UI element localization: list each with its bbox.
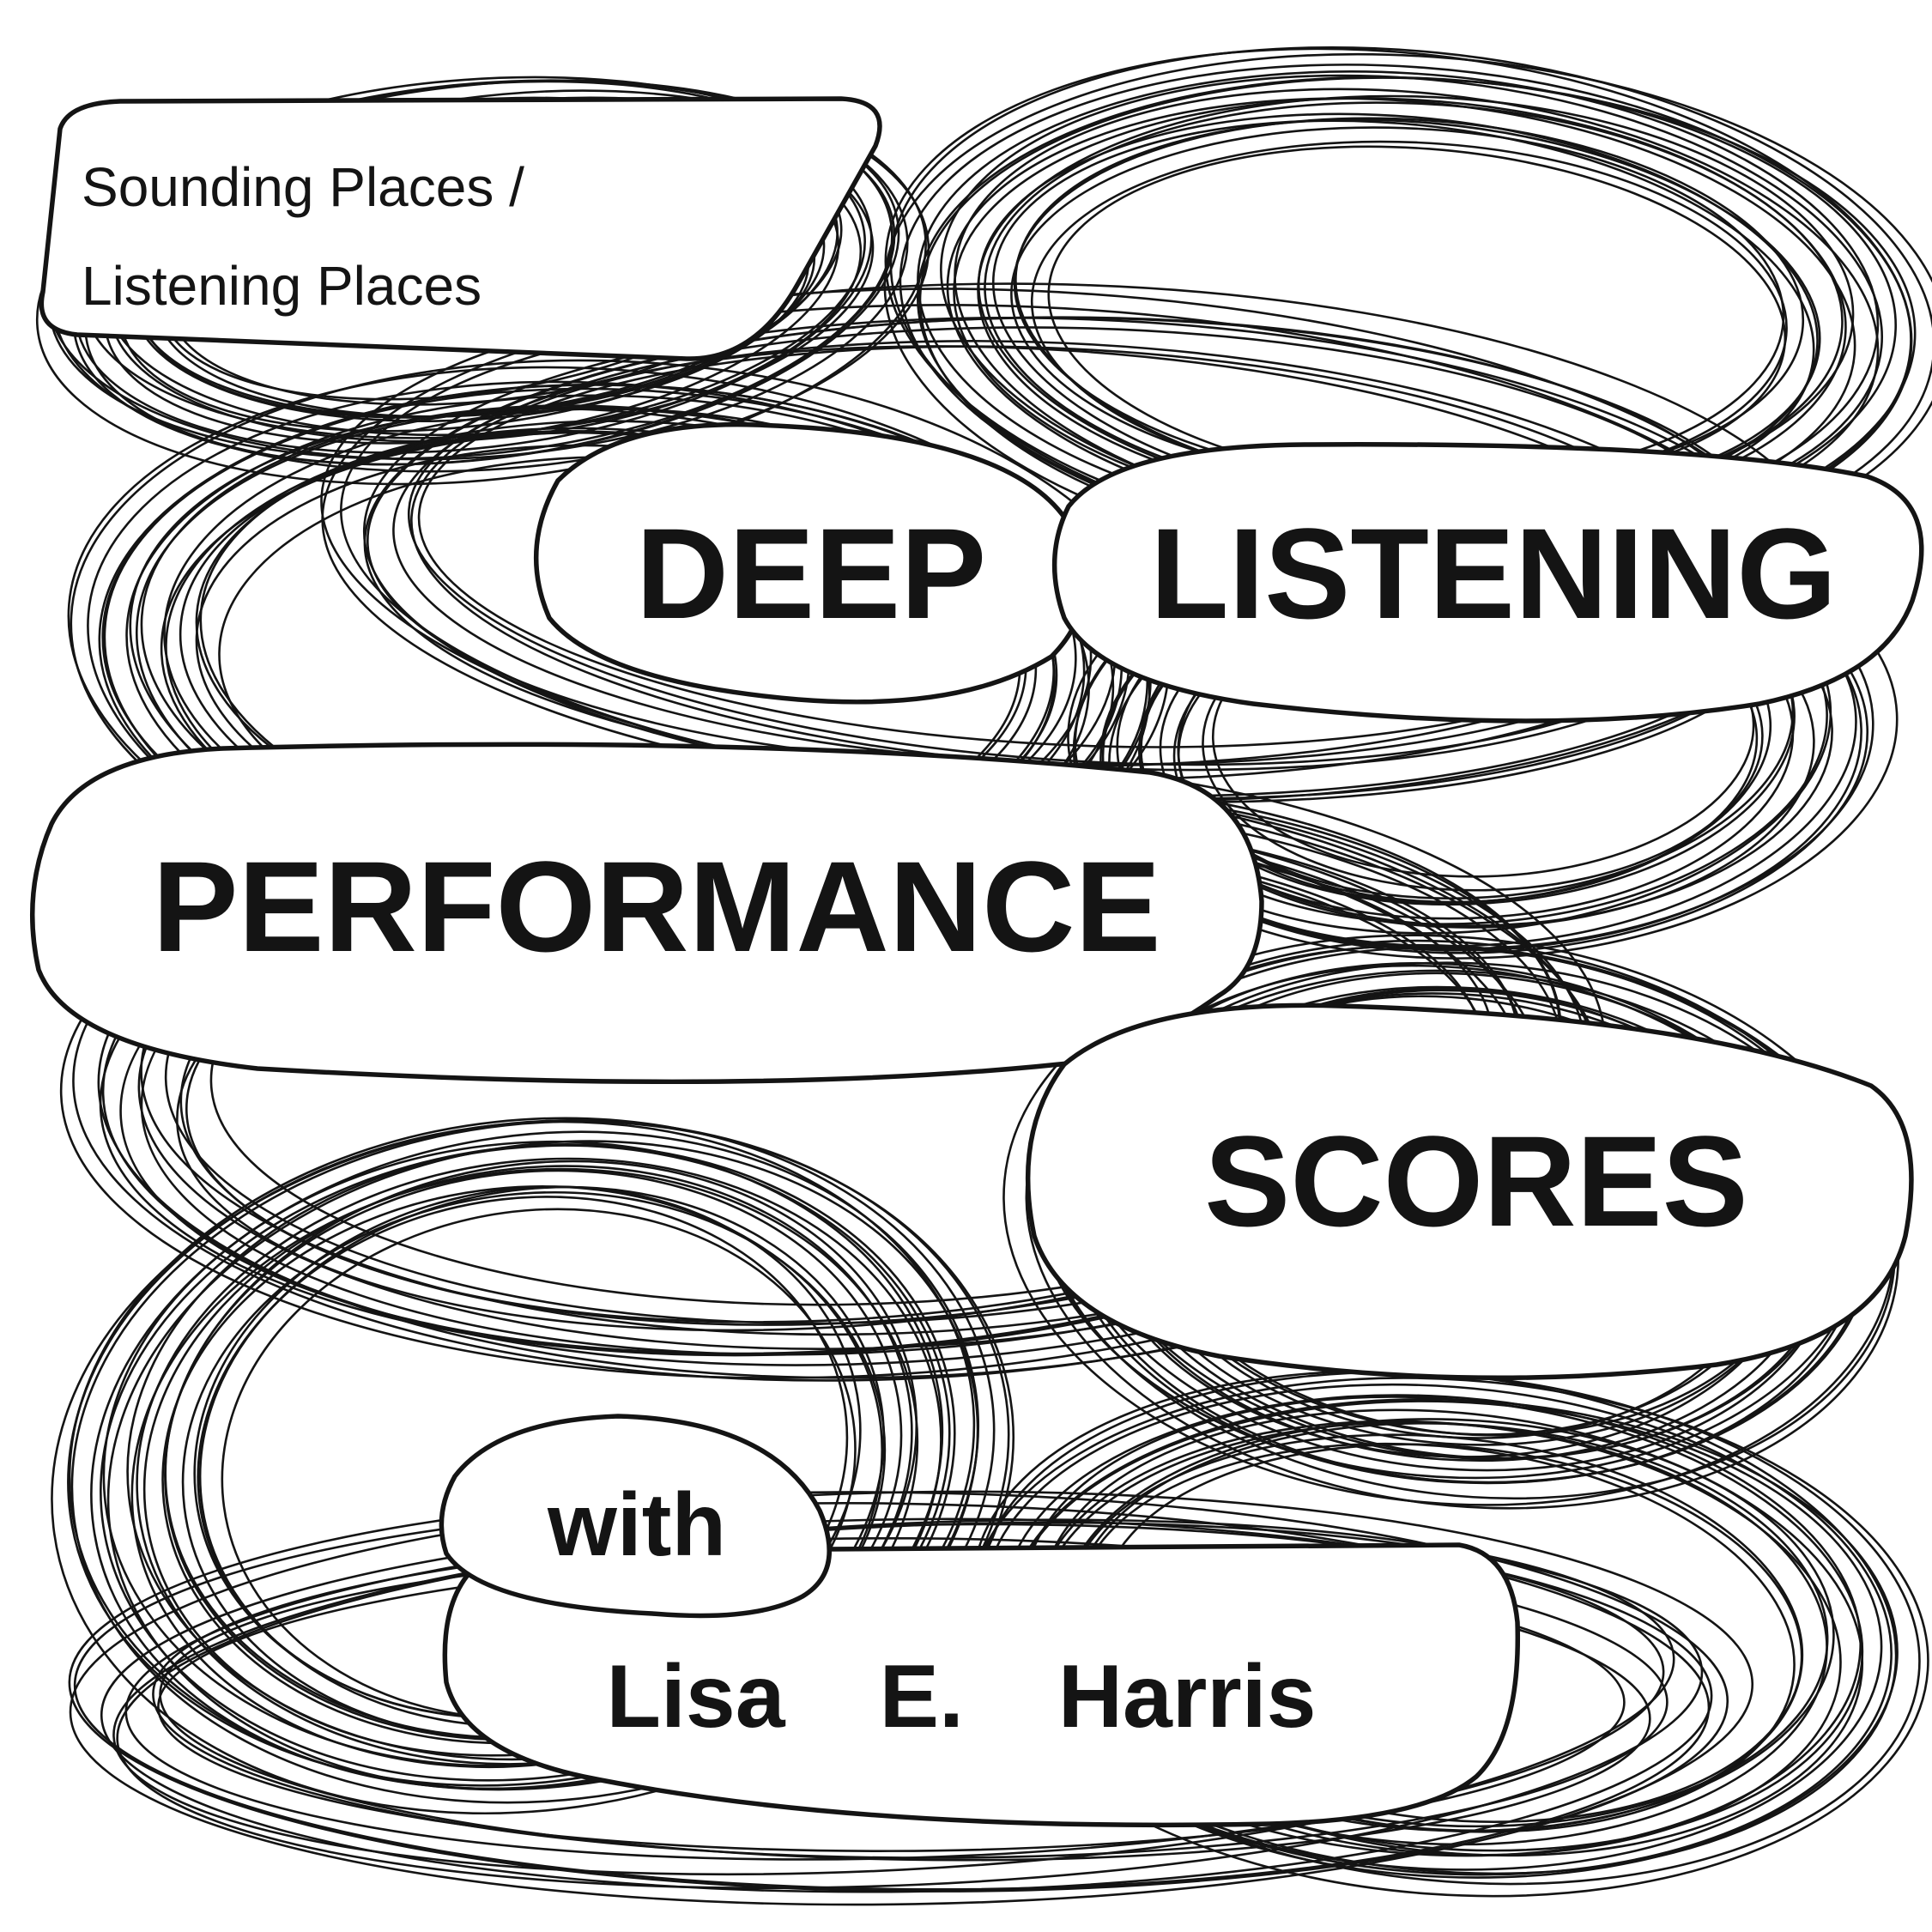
title-word2-blob: LISTENING (1051, 442, 1924, 724)
scribble-line (100, 1517, 1713, 1893)
title-word3: PERFORMANCE (152, 834, 1160, 978)
byline-prefix-blob: with (439, 1414, 832, 1619)
title-word1-blob: DEEP (533, 421, 1087, 705)
scribble-line (67, 1120, 976, 1787)
series-label-blob: Sounding Places / Listening Places (39, 96, 882, 361)
scribble-line (152, 1536, 1669, 1859)
byline-name-initial: E. (880, 1647, 964, 1747)
title-word1: DEEP (636, 501, 986, 645)
byline-name-first: Lisa (607, 1647, 786, 1747)
series-label-line1: Sounding Places / (82, 156, 524, 218)
series-label-line2: Listening Places (82, 255, 481, 317)
byline-name: Lisa E. Harris (607, 1647, 1317, 1747)
scribble-line (90, 1130, 980, 1790)
title-word4: SCORES (1204, 1109, 1747, 1253)
title-word4-blob: SCORES (1025, 1002, 1914, 1381)
title-word3-blob: PERFORMANCE (29, 742, 1264, 1085)
scribble-line (68, 1117, 996, 1791)
scribble-line (70, 1120, 1015, 1804)
byline-name-last: Harris (1058, 1647, 1317, 1747)
scribble-line (112, 1518, 1675, 1876)
byline-prefix: with (547, 1475, 726, 1575)
title-word2: LISTENING (1150, 501, 1837, 645)
